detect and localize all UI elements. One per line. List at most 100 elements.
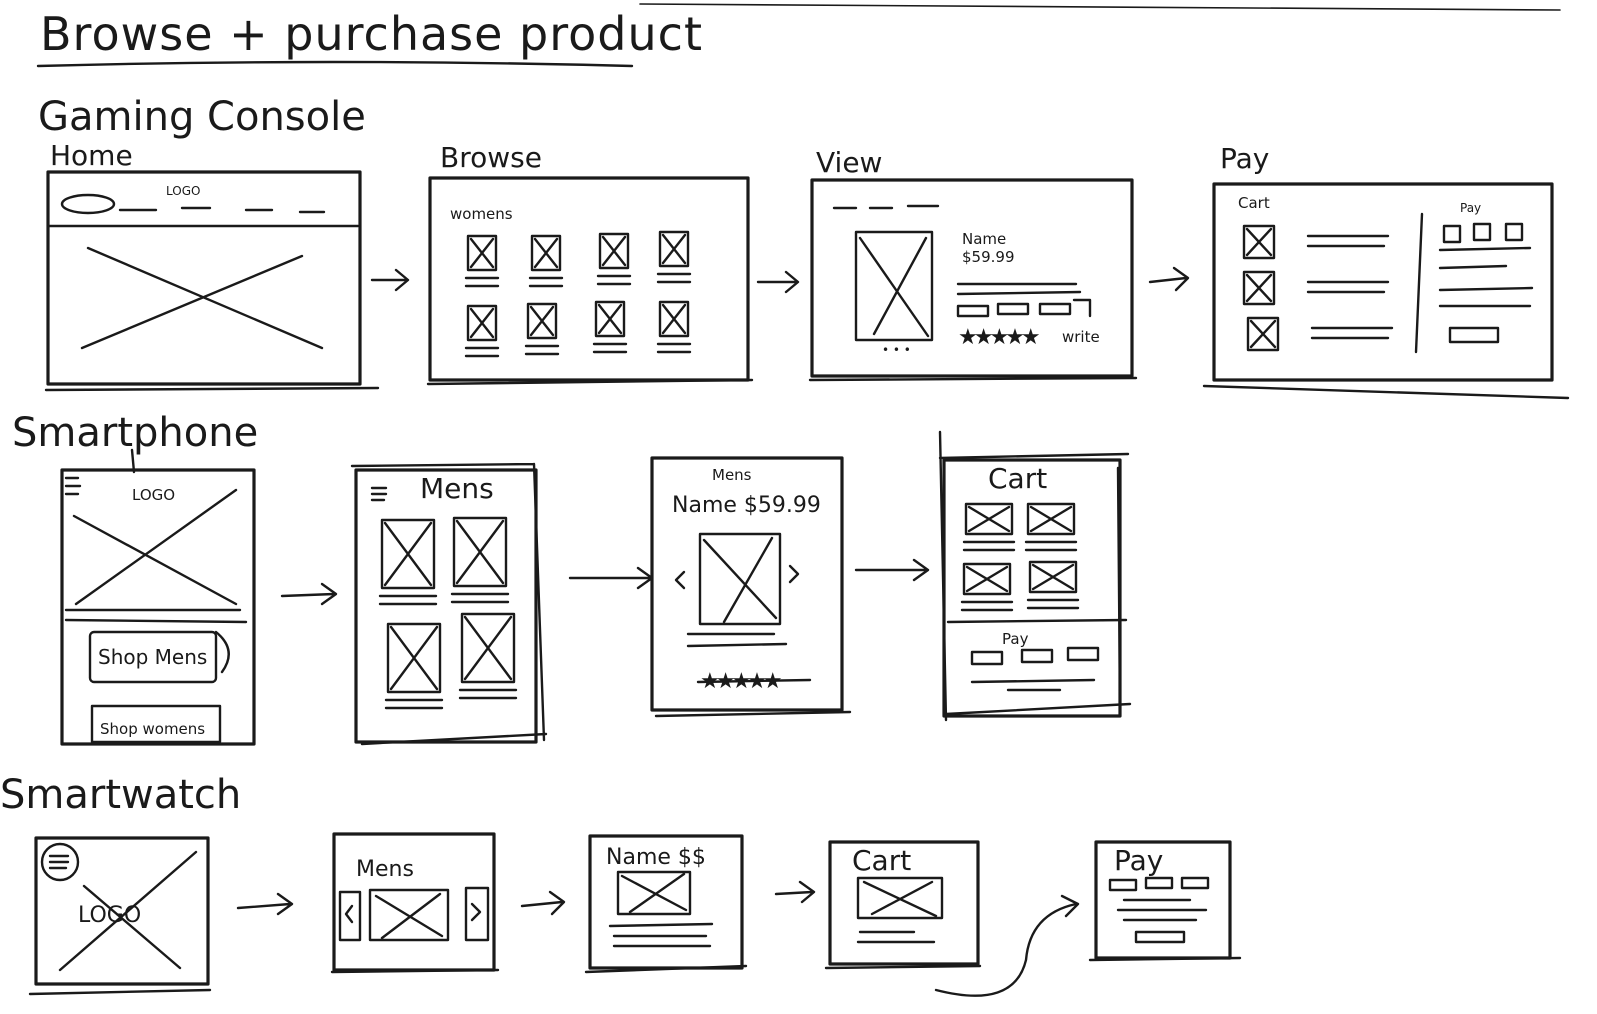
cart-item-text (1306, 234, 1390, 248)
cart-item-text (1306, 280, 1390, 294)
product-thumbnail (596, 232, 632, 286)
watch-home-logo: LOGO (78, 903, 141, 928)
title-underline (36, 60, 634, 68)
watch-cart-heading: Cart (852, 844, 911, 877)
cart-item-thumbnail (1026, 560, 1080, 610)
phone-browse-product-grid (378, 516, 518, 710)
console-arrow-2 (756, 270, 800, 294)
console-browse-screen: Browse womens (426, 141, 754, 386)
product-thumbnail (464, 234, 500, 288)
console-pay-pay-heading: Pay (1460, 201, 1481, 215)
phone-arrow-2 (568, 566, 654, 590)
section-label-smartphone: Smartphone (12, 410, 258, 456)
console-view-product-name: Name (962, 230, 1006, 248)
console-browse-label: Browse (440, 141, 542, 174)
phone-cart-pay-heading: Pay (1002, 630, 1029, 648)
product-thumbnail (378, 518, 438, 606)
console-view-rating-stars: ★★★★★ (958, 325, 1044, 350)
product-thumbnail (656, 230, 692, 284)
phone-cart-screen: Cart Pay (938, 430, 1132, 722)
watch-view-product-image (616, 870, 692, 916)
cart-item-thumbnail (1242, 270, 1276, 306)
page-title: Browse + purchase product (40, 7, 703, 61)
console-home-logo: LOGO (166, 184, 200, 198)
watch-home-menu-button[interactable] (40, 842, 80, 882)
watch-browse-category: Mens (356, 857, 414, 882)
console-view-price: $59.99 (962, 248, 1015, 266)
console-browse-product-grid (464, 230, 692, 358)
watch-home-menu-icon (48, 854, 70, 870)
phone-browse-category: Mens (420, 472, 494, 505)
console-view-options (956, 298, 1092, 318)
console-home-label: Home (50, 139, 133, 172)
phone-cart-heading: Cart (988, 462, 1047, 495)
console-pay-screen: Pay Cart Pay (1202, 142, 1570, 400)
phone-view-screen: Mens Name $59.99 ★★★★★ (650, 456, 852, 718)
watch-pay-screen: Pay (1088, 840, 1242, 962)
console-view-product-image (854, 230, 934, 342)
watch-home-hero-image (58, 850, 198, 972)
phone-home-logo: LOGO (132, 486, 175, 504)
phone-cart-pay-fields (970, 646, 1100, 692)
cart-item-thumbnail (1242, 224, 1276, 260)
console-home-screen: Home LOGO (44, 139, 380, 392)
watch-browse-prev-button[interactable] (338, 890, 362, 942)
watch-cart-screen: Cart (824, 840, 982, 970)
watch-arrow-1 (236, 892, 294, 916)
product-thumbnail (656, 300, 692, 354)
watch-browse-next-button[interactable] (464, 886, 490, 942)
phone-home-shop-mens-button[interactable]: Shop Mens (88, 630, 230, 684)
phone-home-screen: LOGO Shop Mens Shop womens (60, 468, 256, 746)
cart-item-thumbnail (1246, 316, 1280, 352)
console-home-hero-image (80, 246, 324, 350)
watch-view-product: Name $$ (606, 845, 706, 870)
watch-browse-prev-icon (344, 904, 354, 924)
phone-view-product: Name $59.99 (672, 493, 821, 518)
product-thumbnail (450, 516, 510, 604)
phone-home-shop-mens-label: Shop Mens (98, 645, 207, 669)
console-browse-category: womens (450, 205, 513, 223)
paper-edge (639, 3, 1561, 11)
phone-home-shop-womens-button[interactable]: Shop womens (90, 704, 222, 744)
watch-browse-next-icon (470, 902, 482, 922)
watch-arrow-2 (520, 890, 566, 916)
product-thumbnail (458, 612, 518, 700)
console-arrow-1 (370, 268, 410, 292)
product-thumbnail (384, 622, 444, 710)
phone-browse-menu-icon (370, 486, 388, 502)
console-view-image-dots: • • • (882, 343, 911, 357)
phone-arrow-3 (854, 558, 930, 582)
svg-text:★★★★★: ★★★★★ (958, 325, 1040, 350)
console-arrow-3 (1148, 266, 1190, 292)
product-thumbnail (592, 300, 628, 354)
console-home-nav-pill (60, 193, 116, 215)
console-pay-cart-items (1242, 224, 1394, 352)
watch-view-screen: Name $$ (584, 834, 748, 974)
phone-view-product-image (698, 532, 782, 626)
console-pay-label: Pay (1220, 142, 1269, 175)
section-label-smartwatch: Smartwatch (0, 772, 241, 818)
section-label-gaming-console: Gaming Console (38, 94, 366, 140)
phone-view-rating-stars: ★★★★★ (696, 669, 812, 694)
watch-arrow-3 (774, 880, 816, 904)
watch-cart-item-image (856, 876, 944, 920)
phone-view-prev-icon[interactable] (674, 570, 686, 590)
watch-pay-submit-button[interactable] (1134, 930, 1186, 944)
watch-browse-product-image (368, 888, 450, 942)
cart-item-thumbnail (1024, 502, 1078, 552)
console-view-label: View (816, 146, 882, 179)
watch-arrow-4 (934, 894, 1080, 997)
phone-view-category: Mens (712, 466, 752, 484)
console-view-rating-note: write (1062, 328, 1100, 346)
console-view-screen: View • • • Name $59.99 ★★★★★ write (808, 146, 1138, 382)
watch-pay-fields (1108, 876, 1210, 944)
cart-item-thumbnail (962, 502, 1016, 552)
product-thumbnail (524, 302, 560, 356)
console-pay-form (1438, 222, 1534, 344)
phone-home-menu-icon (64, 476, 82, 496)
watch-browse-screen: Mens (330, 832, 500, 974)
phone-view-next-icon[interactable] (788, 564, 800, 584)
phone-cart-items (960, 502, 1080, 612)
phone-browse-screen: Mens (350, 462, 548, 746)
